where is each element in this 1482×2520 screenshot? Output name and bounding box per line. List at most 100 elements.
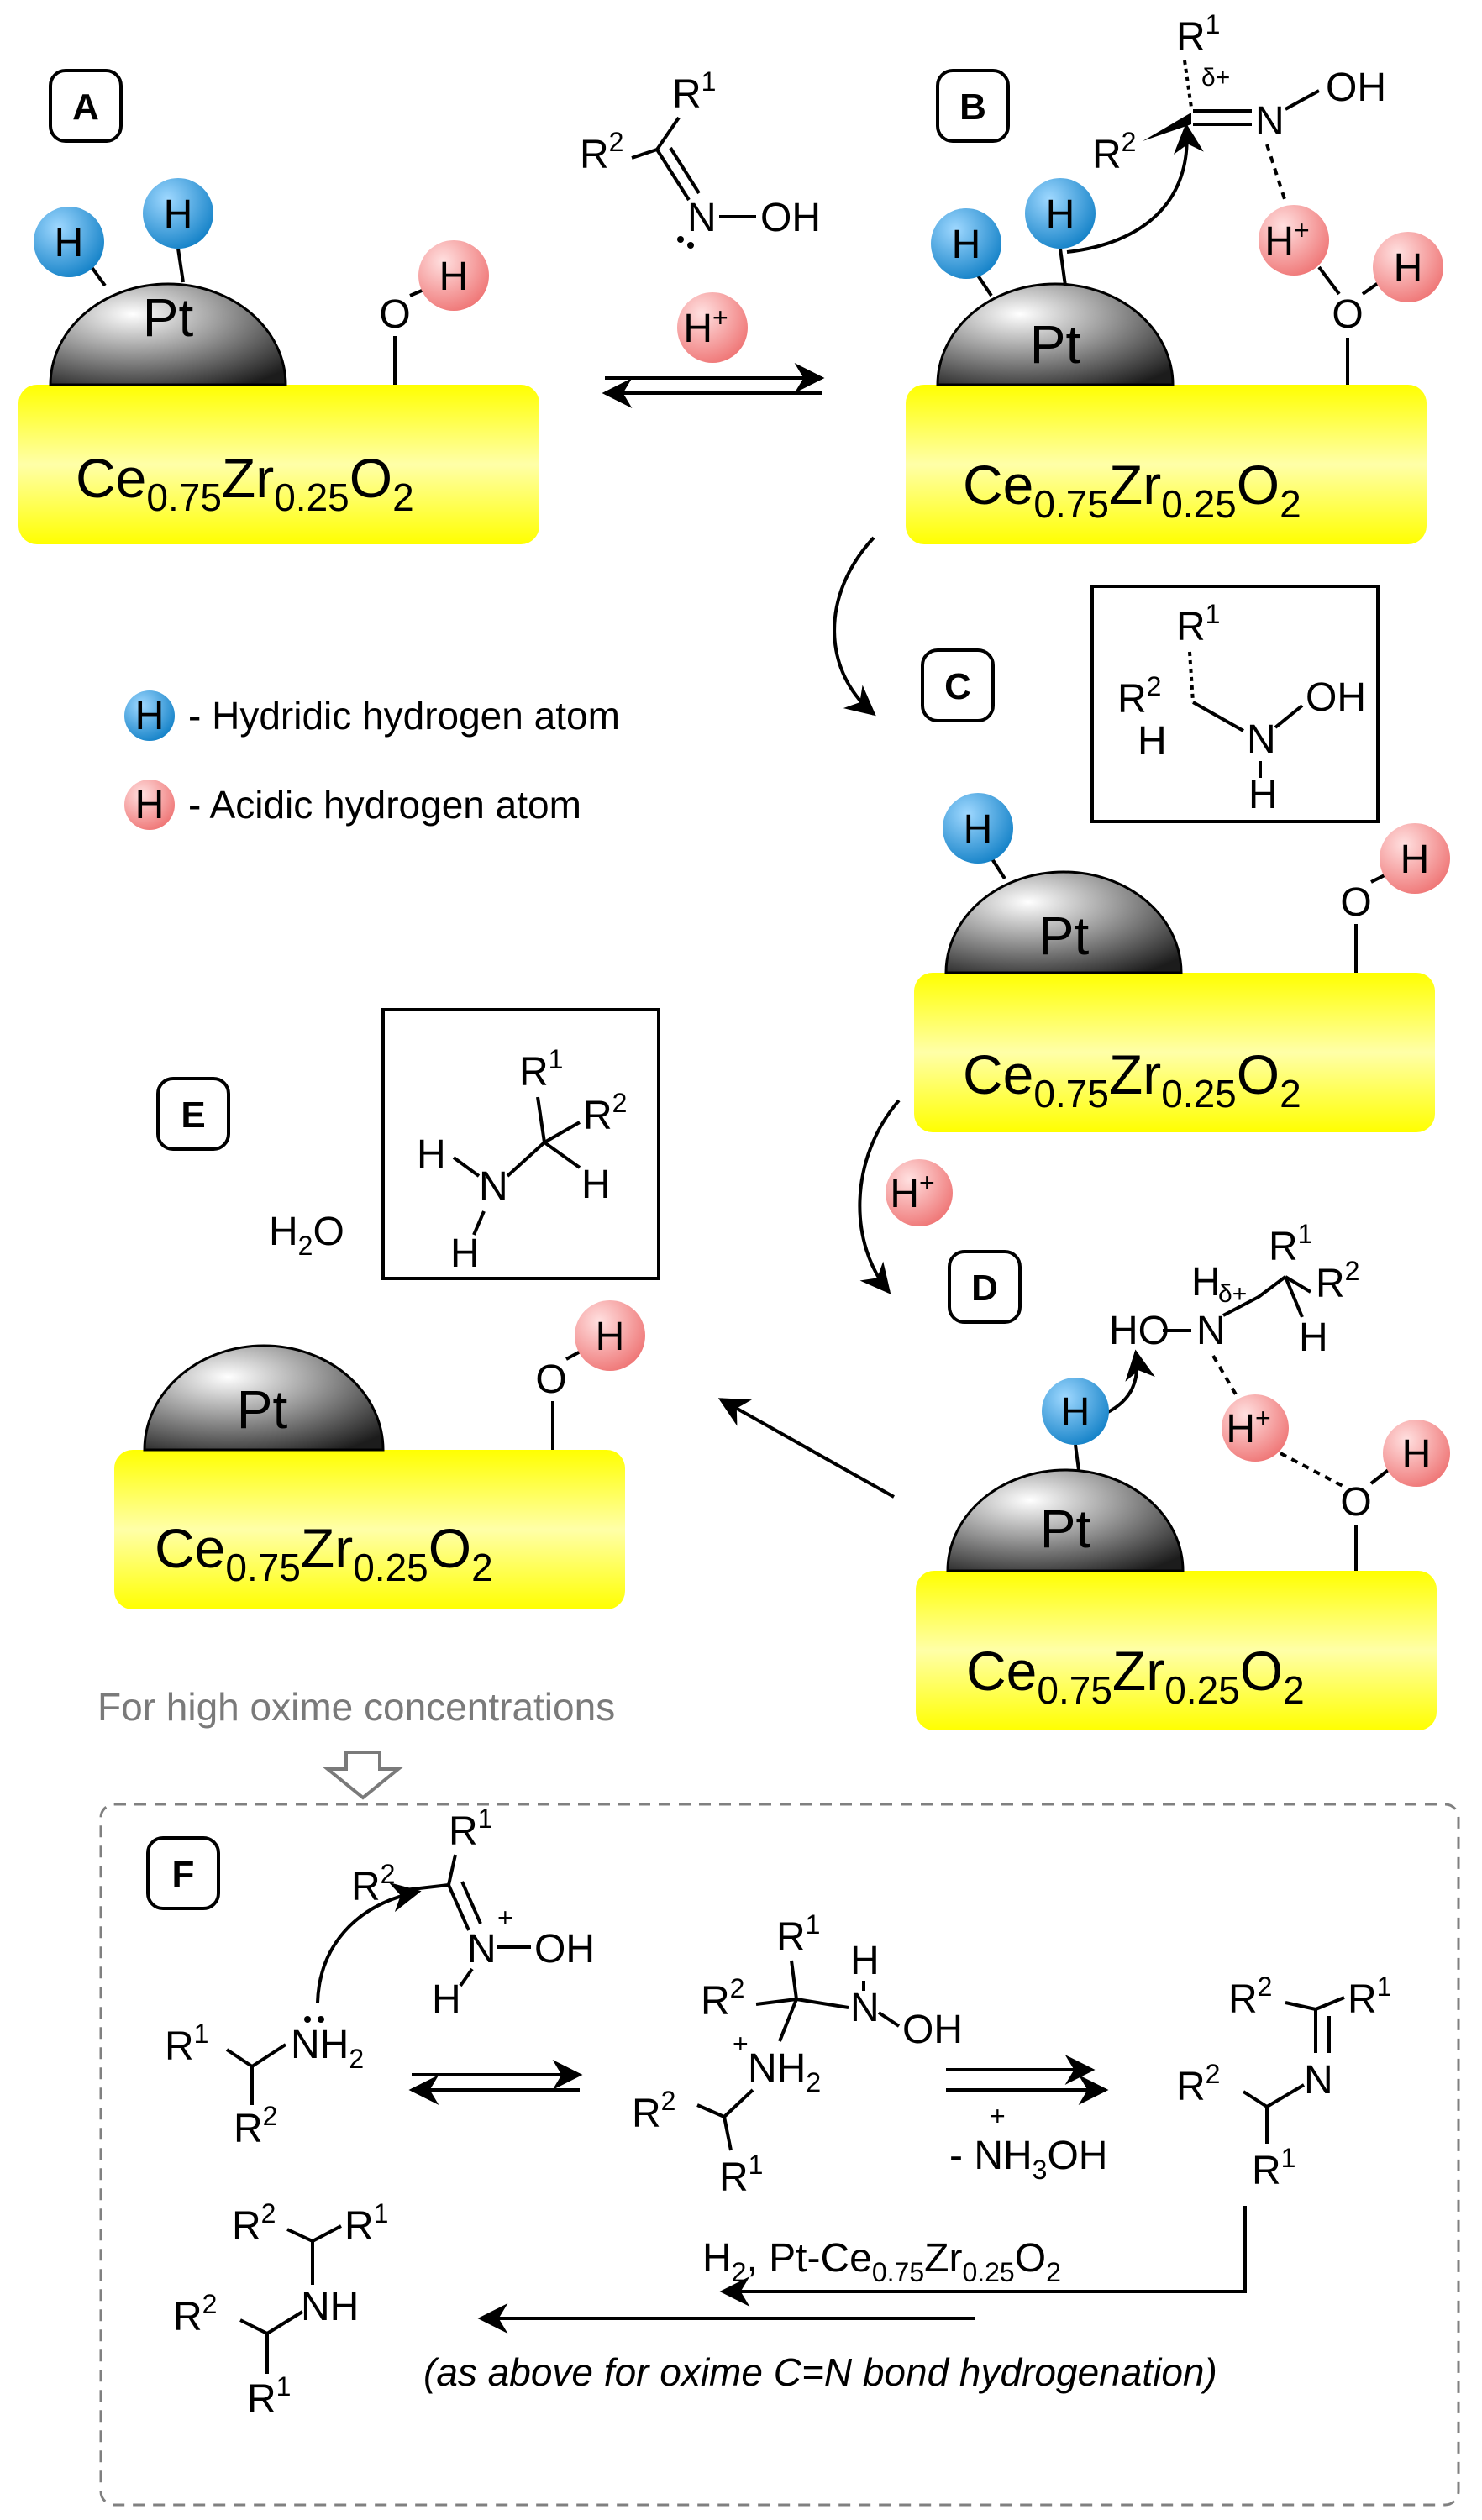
r2-label: R2 [583, 1088, 627, 1138]
r1-label: R1 [449, 1803, 492, 1854]
bond [1257, 1275, 1287, 1299]
r1-label: R1 [344, 2198, 388, 2249]
legend-acidic-text: - Acidic hydrogen atom [188, 783, 581, 827]
bond [1315, 1996, 1345, 2011]
atom-h: H [952, 223, 981, 267]
double-bond [655, 148, 691, 202]
panel-d-label: D [971, 1268, 998, 1309]
delta-plus: δ+ [1201, 64, 1230, 92]
r2-label: R2 [580, 127, 623, 177]
bond [1284, 1276, 1304, 1318]
panel-f-dashed-box [99, 1803, 1460, 2507]
pt-label: Pt [1040, 1499, 1091, 1559]
support-slab [916, 1571, 1437, 1730]
lone-pair [687, 242, 694, 249]
c-to-d-arrow [858, 1099, 901, 1294]
bond [1265, 2083, 1306, 2108]
r2-label: R2 [1092, 127, 1136, 177]
proton-label: H+ [1264, 215, 1309, 264]
atom-h: H [439, 255, 469, 299]
nucleophilic-attack-arrow [316, 1882, 422, 2003]
hashed-bond [1183, 60, 1193, 108]
atom-h: H [1394, 246, 1423, 291]
r2-label: R2 [632, 2086, 675, 2136]
bond [506, 1141, 546, 1178]
r1-label: R1 [719, 2150, 763, 2200]
panel-e-label-box [156, 1077, 230, 1151]
panel-c: C R1 R2 H N OH H Pt Ce0.75Zr0.25O2 H O H [914, 585, 1450, 1132]
bond [796, 1998, 849, 2009]
atom-n: N [1196, 1309, 1226, 1353]
oxime-oh: OH [534, 1927, 595, 1971]
r2-label: R2 [701, 1973, 744, 2024]
oxime-oh: OH [760, 196, 821, 240]
hydride-transfer-arrow [1066, 123, 1204, 254]
surface-o: O [1332, 292, 1363, 337]
pt-label: Pt [237, 1379, 288, 1440]
support-slab [18, 385, 539, 544]
proton-label: H+ [1226, 1403, 1270, 1452]
bond [755, 1998, 797, 2006]
support-formula: Ce0.75Zr0.25O2 [155, 1517, 493, 1589]
double-bond [447, 1884, 470, 1931]
bond [1317, 265, 1341, 296]
r2-label: R2 [351, 1859, 395, 1909]
legend-hydridic-text: - Hydridic hydrogen atom [188, 694, 620, 738]
atom-h: H [135, 783, 165, 827]
r1-label: R1 [776, 1909, 820, 1960]
oxime-n: N [687, 196, 717, 240]
oxime-reagent: R1 R2 N OH H+ [580, 66, 825, 408]
r2-label: R2 [1117, 671, 1161, 722]
delta-plus: δ+ [1218, 1280, 1247, 1308]
oxime-n: N [1255, 99, 1285, 144]
atom-oh: OH [1306, 675, 1366, 720]
atom-h: H [1299, 1315, 1328, 1360]
legend: H - Hydridic hydrogen atom H - Acidic hy… [124, 690, 620, 830]
support-formula: Ce0.75Zr0.25O2 [966, 1640, 1305, 1712]
r1-label: R1 [672, 66, 716, 117]
r1-label: R1 [1176, 599, 1220, 649]
support-formula: Ce0.75Zr0.25O2 [76, 447, 414, 519]
pt-particle [143, 1344, 385, 1452]
acidic-h-atom [1383, 1420, 1450, 1487]
bond [696, 2103, 725, 2118]
hydridic-h-atom [34, 207, 104, 277]
support-formula: Ce0.75Zr0.25O2 [963, 1043, 1301, 1116]
hydrogenation-conditions: H2, Pt-Ce0.75Zr0.25O2 [702, 2236, 1061, 2287]
pt-h-bond [176, 248, 185, 283]
r1-label: R1 [1252, 2143, 1295, 2193]
down-hollow-arrow [323, 1751, 403, 1800]
r1-label: R1 [1176, 9, 1220, 60]
bond [877, 2011, 901, 2028]
acidic-h-atom [1373, 232, 1443, 302]
proton-label: H+ [890, 1168, 934, 1216]
atom-h: H [417, 1132, 446, 1177]
bond [452, 1156, 481, 1178]
panel-d: D HO N H δ+ R1 R2 H Pt Ce0.75Zr0.25O2 H … [916, 1219, 1450, 1730]
panel-a: A Pt Ce0.75Zr0.25O2 H H O H [18, 69, 539, 544]
bond [655, 116, 681, 151]
hydridic-h-atom [931, 208, 1001, 279]
hydroxylamine-box [1090, 585, 1380, 823]
amine-nh: NH [301, 2285, 359, 2329]
panel-f-label-box [146, 1836, 220, 1910]
panel-f-label: F [172, 1854, 195, 1895]
atom-h: H [164, 192, 193, 237]
atom-h: H [1138, 719, 1167, 764]
proton-label: H+ [683, 302, 728, 351]
lone-pair [677, 236, 684, 243]
acidic-h-atom [418, 240, 489, 311]
hydrogenation-note: (as above for oxime C=N bond hydrogenati… [423, 2350, 1217, 2394]
pt-label: Pt [143, 287, 194, 348]
bond [447, 1854, 457, 1886]
bond [631, 148, 658, 160]
plus-charge: + [497, 1903, 513, 1933]
panel-b-label-box [936, 69, 1010, 143]
aminal-nh2: NH2 [748, 2046, 821, 2097]
legend-red-atom [124, 780, 175, 830]
hydridic-h-atom [943, 793, 1013, 864]
atom-h: H [450, 1231, 480, 1276]
panel-a-label: A [72, 87, 99, 128]
atom-n: N [1247, 717, 1276, 762]
r2-label: R2 [232, 2198, 276, 2249]
